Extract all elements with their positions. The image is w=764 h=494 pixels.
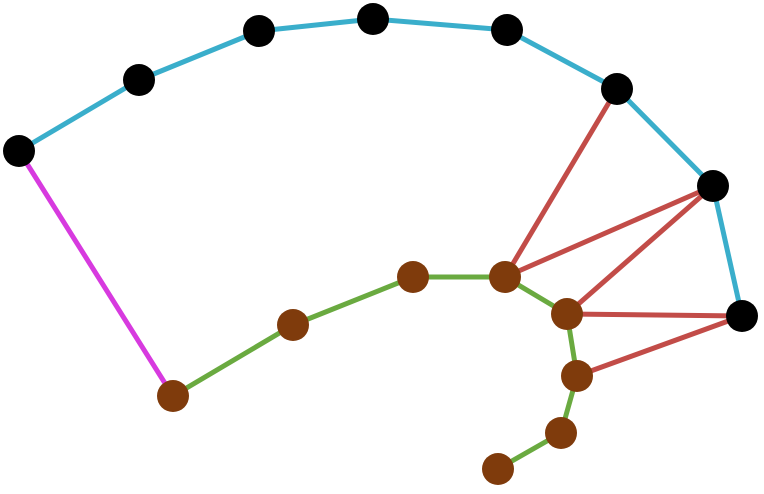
node-outer-k3 (357, 3, 389, 35)
node-inner-b0 (157, 380, 189, 412)
edge-cross-link-b4-k6 (564, 183, 716, 317)
edge-inner-chain-b0-b1 (170, 322, 296, 399)
edge-outer-chain-k6-k7 (710, 183, 745, 319)
edge-inner-chain-b1-b2 (290, 274, 416, 328)
edge-outer-chain-k5-k6 (614, 86, 716, 189)
nodes-layer (3, 3, 758, 485)
node-outer-k1 (123, 64, 155, 96)
edge-cross-link-b5-k7 (574, 313, 745, 379)
node-inner-b2 (397, 261, 429, 293)
edge-outer-chain-k4-k5 (504, 27, 620, 92)
node-outer-k4 (491, 14, 523, 46)
node-inner-b4 (551, 298, 583, 330)
node-inner-b5 (561, 360, 593, 392)
edge-outer-chain-k0-k1 (16, 77, 142, 154)
node-outer-k0 (3, 135, 35, 167)
edge-cross-link-b4-k7 (564, 311, 745, 319)
edge-cross-link-b3-k6 (502, 183, 716, 280)
edge-outer-chain-k2-k3 (256, 16, 376, 34)
edge-outer-chain-k1-k2 (136, 28, 262, 83)
edge-bridge-k0-b0 (16, 148, 176, 399)
node-inner-b6 (545, 417, 577, 449)
node-outer-k7 (726, 300, 758, 332)
node-outer-k2 (243, 15, 275, 47)
edge-outer-chain-k3-k4 (370, 16, 510, 33)
node-inner-b3 (489, 261, 521, 293)
node-inner-b7 (482, 453, 514, 485)
node-outer-k6 (697, 170, 729, 202)
node-inner-b1 (277, 309, 309, 341)
node-outer-k5 (601, 73, 633, 105)
edge-cross-link-b3-k5 (502, 86, 620, 280)
